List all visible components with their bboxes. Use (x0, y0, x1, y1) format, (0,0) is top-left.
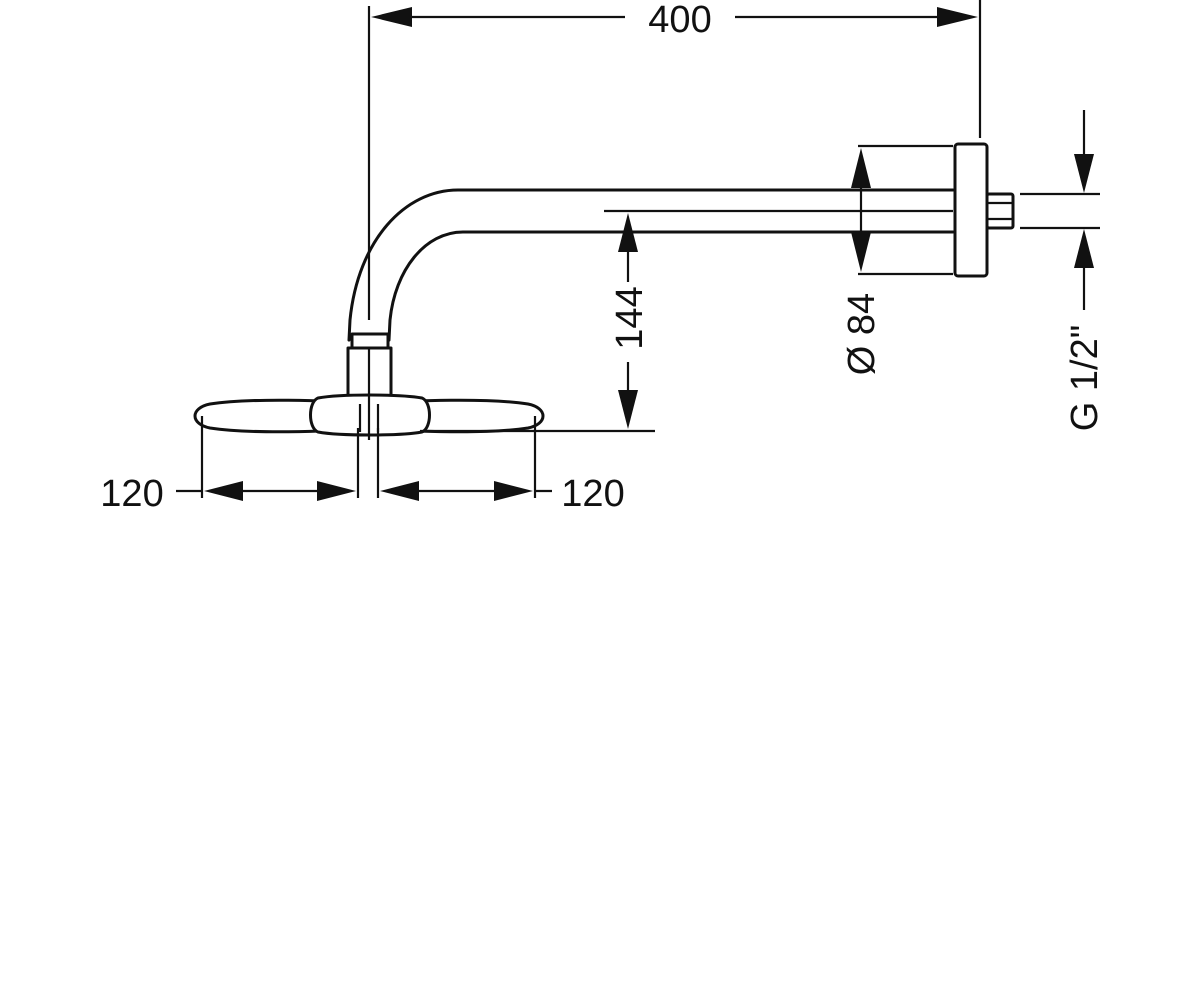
dimension-head-left: 120 (100, 416, 360, 515)
arrow-144-top (618, 213, 638, 252)
shower-arm-outline (193, 142, 1015, 440)
arrow-84-bottom (851, 232, 871, 272)
arrow-thread-bottom (1074, 229, 1094, 268)
dim-label-thread: G 1/2" (1064, 325, 1106, 431)
wall-flange (953, 142, 989, 278)
dimension-arm-length: 400 (367, 0, 982, 320)
dimension-thread: G 1/2" (1020, 110, 1106, 431)
arrow-120-right-b (494, 481, 533, 501)
arrow-84-top (851, 148, 871, 188)
arm-collar (350, 332, 390, 350)
dimension-drop-height: 144 (420, 213, 655, 433)
dim-label-head-right: 120 (561, 473, 624, 515)
arrow-400-left (371, 7, 412, 27)
arrow-thread-top (1074, 154, 1094, 193)
dimension-flange-diameter: Ø 84 (841, 144, 953, 375)
dimension-head-right: 120 (376, 416, 625, 515)
arrow-120-left-a (204, 481, 243, 501)
arrow-400-right (937, 7, 978, 27)
arrow-120-right-a (380, 481, 419, 501)
arrow-120-left-b (317, 481, 356, 501)
arm-inner-edge (387, 230, 955, 342)
dim-label-arm-length: 400 (648, 0, 711, 41)
arrow-144-bottom (618, 390, 638, 429)
arm-outer-edge (347, 188, 955, 342)
thread-stub (985, 192, 1015, 230)
dim-label-flange-diameter: Ø 84 (841, 293, 883, 375)
dim-label-head-left: 120 (100, 473, 163, 515)
dim-label-drop-height: 144 (609, 286, 651, 349)
